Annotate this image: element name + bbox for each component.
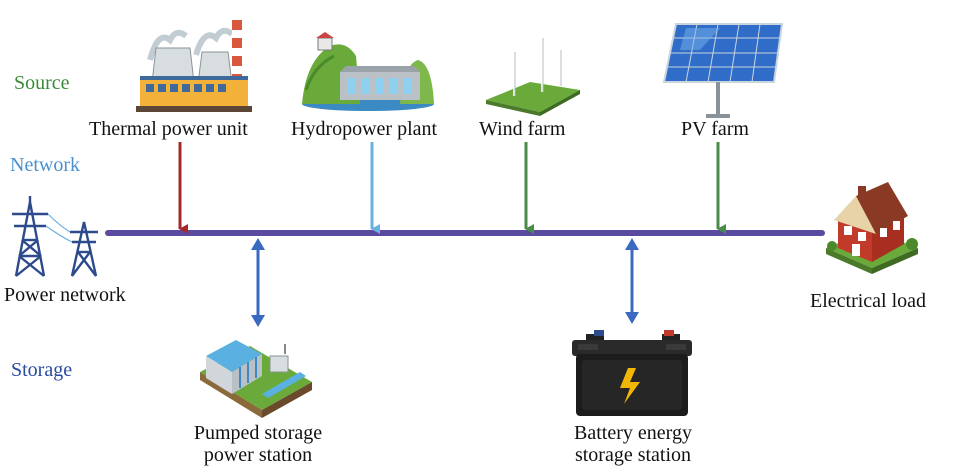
battery-storage-arrow <box>625 238 639 324</box>
storage-category-label: Storage <box>11 359 73 381</box>
pumped-storage-label-line2: power station <box>203 444 313 466</box>
power-network-label: Power network <box>4 284 126 306</box>
hydropower-plant-label: Hydropower plant <box>291 118 438 140</box>
source-category-label: Source <box>14 72 70 94</box>
battery-icon <box>572 330 692 416</box>
battery-storage-label-line1: Battery energy <box>574 422 692 444</box>
house-icon <box>826 182 918 274</box>
thermal-power-unit-label: Thermal power unit <box>89 118 248 140</box>
transmission-tower-icon <box>12 196 98 277</box>
thermal-power-plant-icon <box>136 20 252 112</box>
wind-farm-label: Wind farm <box>479 118 566 140</box>
hydropower-dam-icon <box>302 32 434 111</box>
battery-storage-label: Battery energy storage station <box>548 422 718 466</box>
pumped-storage-label: Pumped storage power station <box>166 422 350 466</box>
electrical-load-label: Electrical load <box>810 290 927 312</box>
pumped-storage-arrow <box>251 238 265 327</box>
battery-storage-label-line2: storage station <box>574 444 692 466</box>
pv-farm-label: PV farm <box>681 118 749 140</box>
pumped-storage-label-line1: Pumped storage <box>193 422 323 444</box>
network-category-label: Network <box>10 154 80 176</box>
wind-turbine-icon <box>486 23 580 116</box>
solar-panel-icon <box>662 23 784 118</box>
pumped-storage-icon <box>200 340 312 418</box>
